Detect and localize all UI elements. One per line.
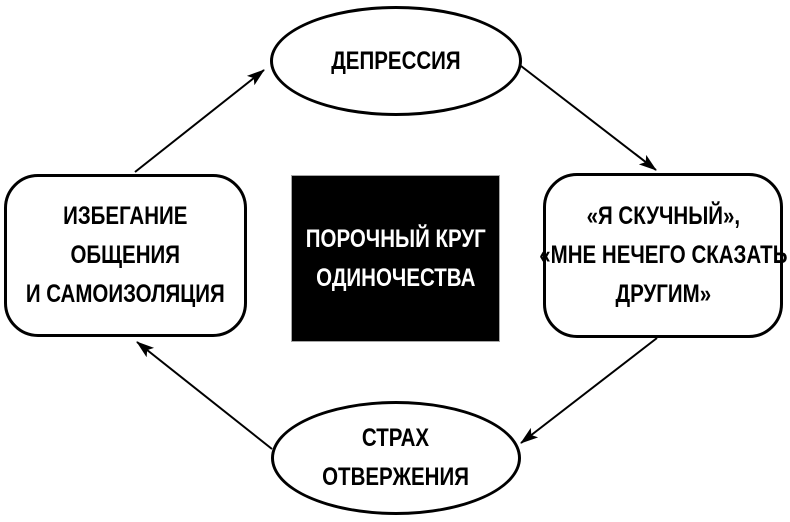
arrow-avoidance-to-depression	[134, 69, 265, 173]
arrow-fear-to-avoidance	[136, 341, 273, 450]
node-line: И САМОИЗОЛЯЦИЯ	[26, 280, 225, 308]
node-line: ОТВЕРЖЕНИЯ	[322, 463, 470, 491]
node-line: ОБЩЕНИЯ	[70, 241, 181, 269]
node-avoidance-isolation: ИЗБЕГАНИЕ ОБЩЕНИЯ И САМОИЗОЛЯЦИЯ	[4, 174, 247, 337]
node-line: «МНЕ НЕЧЕГО СКАЗАТЬ	[538, 241, 788, 269]
center-title-box: ПОРОЧНЫЙ КРУГ ОДИНОЧЕСТВА	[291, 175, 500, 342]
node-line: ИЗБЕГАНИЕ	[63, 202, 188, 230]
arrow-selftalk-to-fear	[520, 337, 658, 444]
node-line: СТРАХ	[362, 424, 430, 452]
center-title-line: ОДИНОЧЕСТВА	[315, 263, 476, 292]
node-self-talk: «Я СКУЧНЫЙ», «МНЕ НЕЧЕГО СКАЗАТЬ ДРУГИМ»	[539, 173, 787, 338]
node-line: ДРУГИМ»	[615, 280, 711, 308]
node-fear-of-rejection: СТРАХ ОТВЕРЖЕНИЯ	[271, 401, 521, 515]
center-title-line: ПОРОЧНЫЙ КРУГ	[305, 224, 486, 253]
node-line: ДЕПРЕССИЯ	[331, 46, 461, 75]
arrow-depression-to-selftalk	[520, 65, 657, 171]
node-line: «Я СКУЧНЫЙ»,	[586, 202, 740, 230]
node-depression: ДЕПРЕССИЯ	[270, 6, 522, 116]
